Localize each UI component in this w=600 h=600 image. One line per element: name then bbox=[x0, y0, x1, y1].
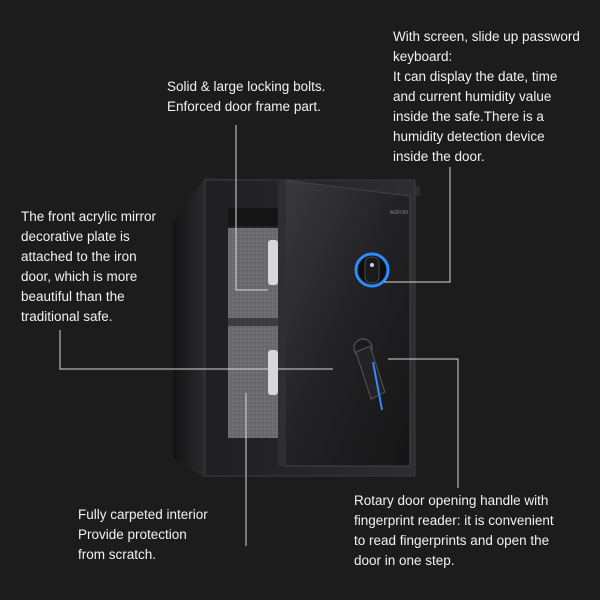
bolts-annotation: Solid & large locking bolts. Enforced do… bbox=[167, 79, 326, 114]
locking-bolt-lower bbox=[268, 350, 278, 395]
handle-annotation: Rotary door opening handle with fingerpr… bbox=[354, 493, 554, 568]
keypad-screen bbox=[364, 256, 380, 284]
safe-door: AGFON bbox=[278, 179, 411, 467]
leader-line-handle bbox=[388, 358, 459, 488]
locking-bolt-upper bbox=[268, 240, 278, 285]
brand-logo: AGFON bbox=[390, 210, 408, 216]
top-bar bbox=[228, 208, 288, 226]
leader-line-mirror bbox=[59, 330, 333, 370]
leader-line-bolts bbox=[235, 125, 268, 291]
carpet-annotation: Fully carpeted interior Provide protecti… bbox=[78, 507, 208, 562]
fingerprint-light-strip bbox=[372, 361, 383, 411]
mirror-annotation: The front acrylic mirror decorative plat… bbox=[21, 209, 157, 324]
leader-lines bbox=[59, 125, 459, 546]
door-panel bbox=[283, 179, 411, 467]
safe-left-side bbox=[173, 178, 205, 478]
interior-shelf bbox=[228, 318, 288, 326]
screen-annotation: With screen, slide up password keyboard:… bbox=[393, 29, 580, 164]
leader-line-screen bbox=[384, 167, 451, 283]
screen-indicator-icon bbox=[370, 263, 374, 267]
door-edge bbox=[278, 180, 286, 466]
